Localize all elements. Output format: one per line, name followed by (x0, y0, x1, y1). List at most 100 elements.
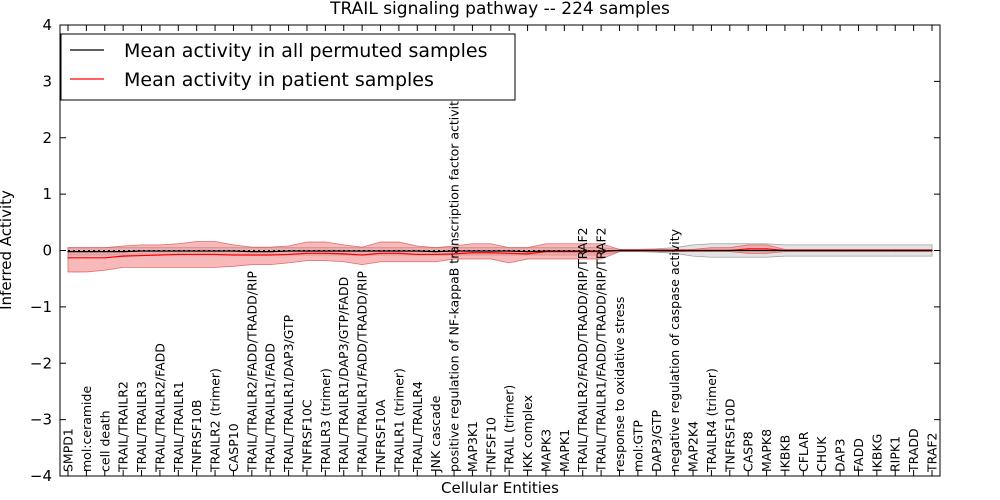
x-tick-label: MAP2K4 (686, 421, 701, 472)
data-point-0-36 (729, 249, 731, 252)
data-point-1-3 (122, 255, 124, 257)
data-point-1-10 (251, 254, 253, 256)
x-tick-label: response to oxidative stress (612, 297, 627, 472)
x-tick-label: TRAIL (trimer) (502, 385, 517, 473)
x-tick-label: TNFRSF10D (722, 398, 737, 473)
data-point-1-19 (416, 253, 418, 256)
x-tick-label: SMPD1 (61, 428, 76, 472)
x-tick-label: cell death (97, 410, 112, 472)
data-point-0-34 (692, 249, 694, 252)
y-tick-label: 4 (42, 16, 52, 34)
x-tick-label: JNK cascade (428, 395, 443, 473)
data-point-1-18 (398, 252, 400, 254)
data-point-0-27 (563, 250, 565, 252)
y-axis-label: Inferred Activity (0, 190, 15, 310)
data-point-1-1 (85, 257, 87, 259)
data-point-0-13 (306, 250, 308, 252)
data-point-1-25 (526, 253, 529, 255)
x-tick-label: RIPK1 (888, 436, 903, 472)
data-point-0-12 (288, 250, 290, 252)
data-point-1-16 (361, 254, 363, 256)
x-tick-label: IKBKB (777, 435, 792, 472)
data-point-0-29 (600, 250, 602, 252)
data-point-0-37 (747, 249, 749, 252)
data-point-0-25 (526, 251, 529, 253)
x-tick-label: CHUK (814, 436, 829, 472)
x-tick-label: IKBKG (869, 434, 884, 472)
data-point-0-19 (416, 250, 418, 252)
x-tick-label: TRAIL/TRAILR2 (116, 381, 131, 473)
y-tick-label: 3 (42, 72, 52, 90)
x-tick-label: TRAILR2 (trimer) (208, 368, 223, 473)
data-point-0-15 (343, 250, 345, 252)
x-tick-label: CFLAR (796, 431, 811, 472)
x-tick-label: TRAILR1 (trimer) (391, 368, 406, 473)
x-tick-label: CASP8 (741, 431, 756, 472)
data-point-0-45 (894, 249, 896, 252)
data-point-1-22 (471, 252, 474, 254)
data-point-0-14 (324, 250, 326, 252)
x-tick-label: TRAIL/TRAILR1 (171, 381, 186, 473)
x-tick-label: TRAILR4 (trimer) (704, 368, 719, 473)
chart-title: TRAIL signaling pathway -- 224 samples (329, 0, 670, 19)
x-tick-label: MAPK1 (557, 429, 572, 472)
data-point-0-6 (177, 250, 179, 252)
data-point-1-37 (747, 248, 749, 250)
x-tick-label: TRAIL/TRAILR1/DAP3/GTP (281, 314, 296, 473)
x-tick-label: MAPK3 (538, 429, 553, 472)
x-tick-label: TRAIL/TRAILR1/DAP3/GTP/FADD (336, 277, 351, 473)
y-tick-label: −1 (30, 298, 52, 316)
legend: Mean activity in all permuted samples Me… (60, 33, 516, 101)
data-point-0-21 (453, 250, 455, 252)
x-tick-label: TRAIL/TRAILR1/FADD/TRADD/RIP/TRAF2 (594, 227, 609, 473)
x-tick-label: MAP3K1 (465, 421, 480, 472)
x-tick-label: TRAF2 (925, 432, 940, 473)
x-tick-label: mol:GTP (630, 420, 645, 472)
data-point-0-11 (269, 251, 271, 253)
x-tick-label: MAPK8 (759, 429, 774, 472)
series-lines (67, 248, 933, 259)
data-point-0-24 (508, 250, 510, 252)
data-point-1-7 (196, 253, 198, 256)
x-tick-label: CASP10 (226, 423, 241, 472)
x-tick-label: FADD (851, 438, 866, 472)
data-point-0-3 (122, 251, 124, 253)
series-band-1 (67, 241, 933, 273)
data-point-1-9 (232, 254, 235, 256)
x-tick-label: positive regulation of NF-kappaB transcr… (447, 93, 462, 472)
data-point-0-8 (214, 250, 216, 252)
x-tick-label: TRAIL/TRAILR2/FADD/TRADD/RIP/TRAF2 (575, 227, 590, 473)
data-point-0-0 (67, 251, 69, 253)
data-point-0-9 (232, 250, 235, 252)
data-point-1-15 (343, 253, 345, 255)
data-point-0-46 (913, 249, 915, 252)
y-tick-label: 1 (42, 185, 52, 203)
legend-label-permuted: Mean activity in all permuted samples (124, 40, 487, 62)
data-point-0-2 (104, 251, 106, 253)
data-point-1-21 (453, 253, 455, 255)
data-point-0-20 (435, 251, 437, 253)
x-tick-label: TRAIL/TRAILR3 (134, 381, 149, 473)
data-point-0-5 (159, 250, 161, 252)
data-point-0-32 (655, 249, 657, 252)
x-tick-label: TNFSF10 (483, 417, 498, 473)
data-point-1-13 (306, 252, 308, 254)
data-point-0-10 (251, 251, 253, 253)
x-tick-label: negative regulation of caspase activity (667, 228, 682, 472)
data-point-1-24 (508, 252, 510, 254)
data-point-0-39 (784, 249, 786, 252)
data-point-0-17 (379, 250, 382, 252)
y-tick-label: 2 (42, 129, 52, 147)
x-tick-label: TRAILR3 (trimer) (318, 368, 333, 473)
data-point-1-6 (177, 253, 179, 256)
data-point-0-31 (637, 249, 639, 252)
legend-box (60, 33, 516, 101)
data-point-1-23 (490, 252, 492, 254)
data-point-1-20 (435, 253, 437, 256)
data-point-0-40 (802, 249, 804, 252)
data-point-0-41 (821, 249, 823, 252)
data-point-1-12 (288, 253, 290, 256)
data-point-0-47 (931, 249, 933, 252)
data-point-1-8 (214, 253, 216, 256)
